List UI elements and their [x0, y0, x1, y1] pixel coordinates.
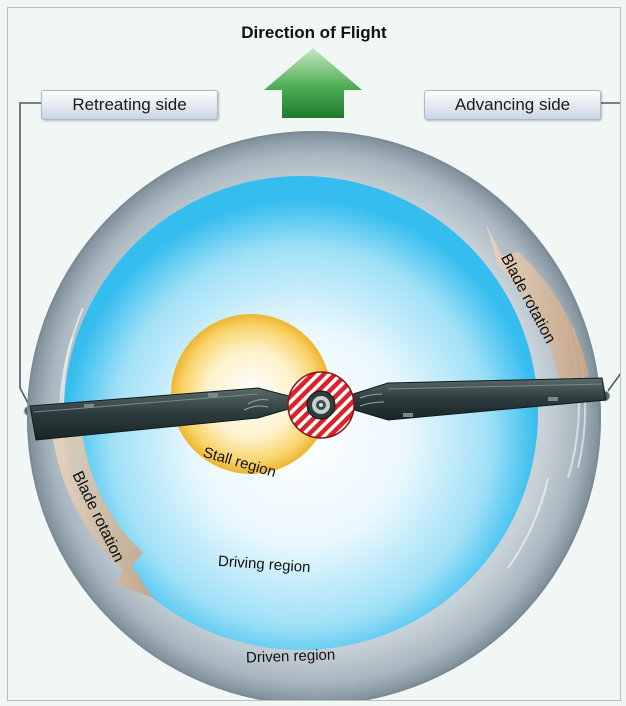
- driven-region-label: Driven region: [245, 646, 336, 667]
- direction-of-flight-title: Direction of Flight: [241, 23, 387, 42]
- blade-rotation-arrow-right: [486, 224, 589, 382]
- rotor-blades: [29, 377, 607, 441]
- advancing-side-label: Advancing side: [424, 90, 601, 120]
- retreating-side-label: Retreating side: [41, 90, 218, 120]
- blade-rotation-arrow-left: [52, 430, 153, 598]
- direction-arrow-icon: [264, 48, 362, 118]
- diagram-frame: Direction of Flight Retreating side Adva…: [7, 7, 621, 701]
- rotor-hub-icon: [287, 371, 355, 439]
- rotor-diagram: [19, 48, 620, 700]
- advancing-leader-line: [598, 102, 620, 402]
